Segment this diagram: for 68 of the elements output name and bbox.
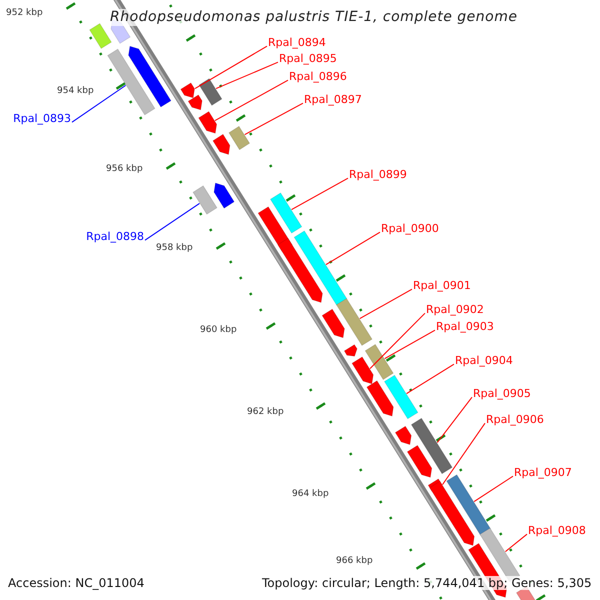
gene-block (364, 344, 394, 380)
leader-line (326, 232, 380, 266)
gene-block (128, 46, 172, 108)
gene-label: Rpal_0902 (426, 303, 484, 316)
leader-line (214, 80, 288, 122)
gene-label: Rpal_0899 (349, 168, 407, 182)
gene-block (446, 474, 492, 536)
leader-line (144, 202, 200, 241)
gene-block (212, 134, 230, 155)
gene-block (198, 78, 222, 106)
gene-label: Rpal_0907 (514, 466, 572, 480)
gene-label: Rpal_0898 (86, 230, 144, 244)
gene-label: Rpal_0906 (486, 413, 544, 426)
gene-block (322, 308, 345, 338)
gene-label: Rpal_0903 (436, 320, 494, 334)
gene-block (192, 185, 218, 215)
gene-block (429, 480, 475, 546)
leader-line (474, 476, 514, 502)
gene-label: Rpal_0895 (279, 52, 337, 66)
gene-label: Rpal_0904 (455, 354, 513, 368)
gene-block (406, 444, 432, 478)
gene-label: Rpal_0900 (381, 222, 439, 236)
scale-label: 952 kbp (6, 8, 43, 19)
gene-block (294, 230, 348, 306)
gene-block (366, 380, 394, 416)
gene-label: Rpal_0901 (413, 279, 471, 292)
gene-block (188, 94, 202, 110)
leader-line (359, 288, 412, 320)
scale-label: 954 kbp (57, 86, 94, 97)
gene-label: Rpal_0893 (13, 112, 71, 126)
leader-line (72, 84, 126, 123)
gene-label: Rpal_0897 (304, 93, 362, 106)
gene-label: Rpal_0905 (473, 387, 531, 400)
leader-line (244, 102, 304, 136)
scale-label: 964 kbp (292, 489, 329, 500)
scale-label: 958 kbp (156, 243, 193, 254)
gene-block (384, 374, 418, 420)
gene-block (180, 82, 195, 98)
leader-line (504, 534, 528, 552)
scale-label: 962 kbp (247, 407, 284, 418)
leader-line (216, 62, 278, 90)
leader-line (194, 46, 268, 90)
gene-block (410, 418, 453, 474)
leader-line (406, 364, 454, 394)
leader-line (291, 178, 348, 210)
footer-text: Topology: circular; Length: 5,744,041 bp; Genes: 5,305 (262, 576, 592, 590)
gene-block (214, 182, 235, 209)
gene-block (107, 48, 156, 116)
gene-label: Rpal_0908 (528, 524, 586, 538)
leader-line (370, 312, 426, 370)
gene-block (352, 356, 374, 384)
leader-line (442, 422, 486, 486)
gene-block (277, 238, 323, 303)
gene-block (228, 126, 250, 150)
gene-label: Rpal_0894 (268, 36, 326, 50)
gene-block (336, 298, 373, 346)
scale-label: 956 kbp (106, 164, 143, 175)
gene-block (344, 344, 358, 357)
scale-label: 966 kbp (336, 556, 373, 567)
gene-label: Rpal_0896 (289, 70, 347, 84)
gene-block (89, 23, 112, 49)
gene-block (270, 192, 302, 234)
scale-label: 960 kbp (200, 325, 237, 336)
gene-block (198, 111, 218, 134)
genome-title: Rhodopseudomonas palustris TIE-1, complete genome (110, 9, 518, 26)
footer-text: Accession: NC_011004 (8, 576, 144, 590)
leader-line (384, 330, 436, 360)
leader-line (436, 396, 472, 444)
